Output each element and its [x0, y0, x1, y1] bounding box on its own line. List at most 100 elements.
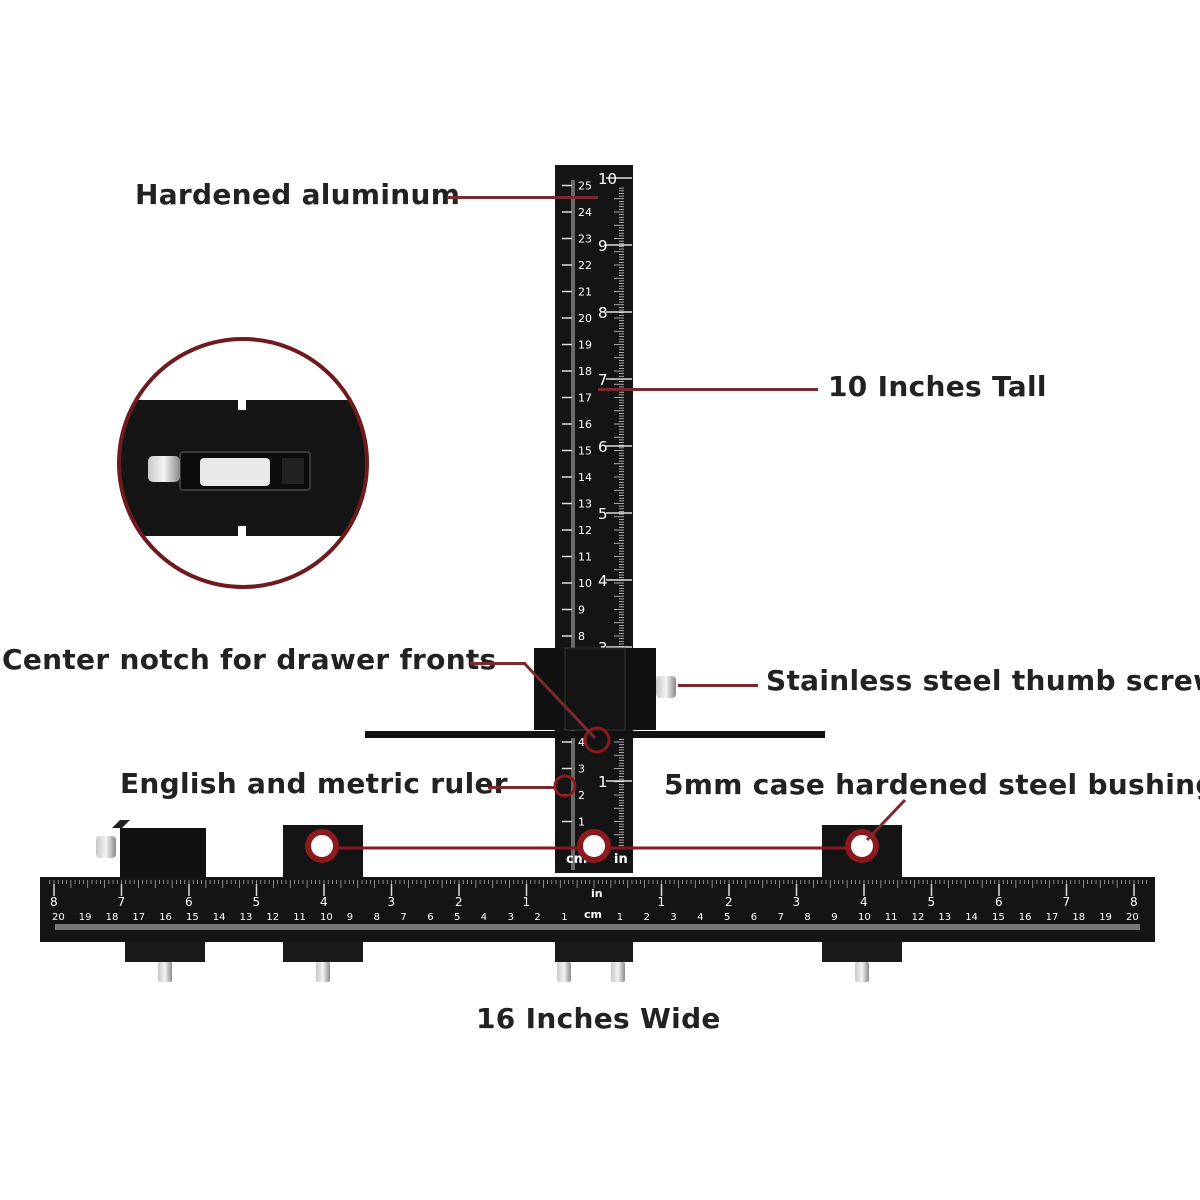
horizontal-cm-label: 10 [858, 912, 871, 923]
horizontal-cm-label: 16 [1019, 912, 1032, 923]
vertical-cm-label: 3 [578, 763, 585, 776]
vertical-cm-label: 9 [578, 604, 585, 617]
callout-hardened-aluminum: Hardened aluminum [135, 178, 461, 211]
leader-height [598, 388, 818, 391]
height-stop-block [365, 647, 825, 738]
horizontal-inch-label: 4 [860, 895, 868, 909]
horizontal-inch-label: 6 [995, 895, 1003, 909]
horizontal-cm-label: 2 [534, 912, 540, 923]
horizontal-cm-label: 17 [132, 912, 145, 923]
horizontal-cm-label: 15 [992, 912, 1005, 923]
horizontal-cm-label: 15 [186, 912, 199, 923]
horizontal-cm-label: 19 [79, 912, 92, 923]
horizontal-cm-label: 17 [1046, 912, 1059, 923]
vertical-cm-label: 1 [578, 816, 585, 829]
bushing-center [577, 829, 611, 863]
vertical-ruler: 1234567891011121314151617181920212223242… [555, 165, 633, 873]
horizontal-cm-label: 18 [1072, 912, 1085, 923]
horizontal-cm-label: 13 [240, 912, 253, 923]
vertical-cm-label: 11 [578, 551, 592, 564]
horizontal-inch-label: 3 [388, 895, 396, 909]
horizontal-cm-label: 13 [938, 912, 951, 923]
horizontal-cm-label: 4 [481, 912, 487, 923]
callout-ruler: English and metric ruler [120, 767, 508, 800]
vertical-cm-label: 23 [578, 233, 592, 246]
horizontal-cm-label: 18 [106, 912, 119, 923]
vertical-inch-unit: in [614, 852, 628, 867]
horizontal-cm-label: 19 [1099, 912, 1112, 923]
vertical-inch-label: 6 [598, 438, 608, 456]
vertical-cm-label: 13 [578, 498, 592, 511]
vertical-cm-label: 12 [578, 524, 592, 537]
horizontal-cm-label: 5 [454, 912, 460, 923]
horizontal-cm-label: 14 [965, 912, 978, 923]
horizontal-inch-label: 7 [1063, 895, 1071, 909]
vertical-cm-label: 24 [578, 206, 592, 219]
callout-center-notch: Center notch for drawer fronts [2, 643, 497, 676]
horizontal-cm-label: 5 [724, 912, 730, 923]
horizontal-cm-label: 16 [159, 912, 172, 923]
bushing-left [305, 829, 339, 863]
horizontal-inch-label: 6 [185, 895, 193, 909]
horizontal-cm-label: 4 [697, 912, 703, 923]
horizontal-cm-label: 1 [617, 912, 623, 923]
vertical-cm-label: 21 [578, 286, 592, 299]
horizontal-cm-label: 2 [644, 912, 650, 923]
horizontal-cm-label: 12 [266, 912, 279, 923]
leader-ruler [488, 786, 556, 789]
vertical-inch-label: 5 [598, 505, 608, 523]
vertical-inch-label: 4 [598, 572, 608, 590]
vertical-cm-label: 20 [578, 312, 592, 325]
horizontal-cm-label: 6 [751, 912, 757, 923]
vertical-cm-label: 16 [578, 418, 592, 431]
vertical-cm-label: 15 [578, 445, 592, 458]
callout-width: 16 Inches Wide [476, 1002, 721, 1035]
horizontal-inch-unit: in [591, 887, 603, 900]
horizontal-inch-label: 5 [928, 895, 936, 909]
vertical-cm-label: 4 [578, 736, 585, 749]
vertical-inch-label: 1 [598, 773, 608, 791]
horizontal-inch-label: 8 [1130, 895, 1138, 909]
horizontal-cm-label: 3 [508, 912, 514, 923]
horizontal-cm-label: 14 [213, 912, 226, 923]
vertical-cm-label: 18 [578, 365, 592, 378]
zoom-detail-circle [117, 337, 369, 589]
leader-hardened-aluminum [448, 196, 598, 199]
horizontal-inch-label: 1 [658, 895, 666, 909]
horizontal-inch-label: 5 [253, 895, 261, 909]
vertical-cm-label: 14 [578, 471, 592, 484]
horizontal-inch-label: 3 [793, 895, 801, 909]
horizontal-cm-label: 9 [347, 912, 353, 923]
end-stop-block [96, 820, 206, 982]
vertical-cm-label: 17 [578, 392, 592, 405]
callout-height: 10 Inches Tall [828, 370, 1047, 403]
horizontal-cm-label: 10 [320, 912, 333, 923]
horizontal-inch-label: 1 [523, 895, 531, 909]
horizontal-inch-label: 2 [455, 895, 463, 909]
horizontal-cm-label: 11 [293, 912, 306, 923]
vertical-cm-label: 19 [578, 339, 592, 352]
horizontal-inch-label: 4 [320, 895, 328, 909]
horizontal-cm-label: 8 [804, 912, 810, 923]
vertical-cm-label: 2 [578, 789, 585, 802]
drawer-front-stop-bar [365, 731, 825, 738]
vertical-cm-label: 8 [578, 630, 585, 643]
horizontal-cm-label: 3 [670, 912, 676, 923]
callout-thumb-screws: Stainless steel thumb screws [766, 664, 1200, 697]
horizontal-cm-label: 7 [400, 912, 406, 923]
callout-bushings: 5mm case hardened steel bushings [664, 768, 1200, 801]
vertical-cm-label: 10 [578, 577, 592, 590]
center-bushing-block [555, 942, 633, 982]
horizontal-cm-unit: cm [584, 908, 602, 921]
horizontal-inch-label: 7 [118, 895, 126, 909]
vertical-cm-label: 25 [578, 180, 592, 193]
horizontal-cm-label: 11 [885, 912, 898, 923]
vertical-inch-label: 8 [598, 304, 608, 322]
leader-center-notch [470, 662, 526, 665]
horizontal-cm-label: 1 [561, 912, 567, 923]
center-notch-highlight [583, 726, 611, 754]
horizontal-cm-label: 8 [374, 912, 380, 923]
vertical-inch-label: 7 [598, 371, 608, 389]
horizontal-cm-label: 20 [1126, 912, 1139, 923]
